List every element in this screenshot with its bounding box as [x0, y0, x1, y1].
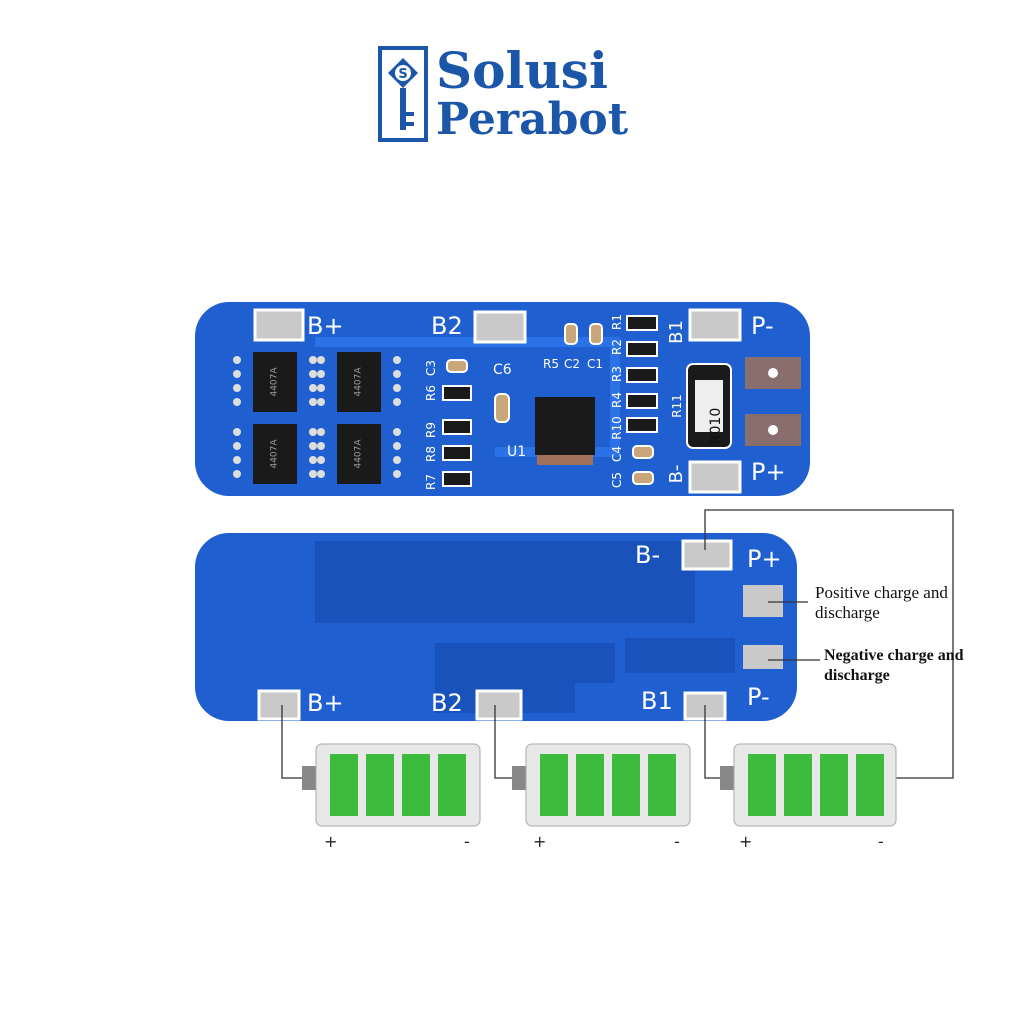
key-logo-icon: S: [378, 46, 428, 142]
battery-3-minus: -: [878, 832, 884, 851]
battery-2-minus: -: [674, 832, 680, 851]
c1-label: C1: [586, 357, 604, 371]
bottom-label-pminus: P-: [747, 683, 770, 711]
bottom-label-bminus: B-: [635, 541, 661, 569]
bottom-label-pplus: P+: [747, 545, 782, 573]
battery-1-minus: -: [464, 832, 470, 851]
pcb-top-drawing: [195, 302, 810, 496]
battery-1-plus: +: [324, 832, 338, 851]
battery-2-plus: +: [533, 832, 547, 851]
pad-label-pminus: P-: [751, 312, 774, 340]
battery-2: [512, 743, 691, 827]
logo: S Solusi Perabot: [378, 46, 650, 144]
pcb-top-view: B+ B2 P- P+ B1 B- R010 U1 C6 C3 R6 R9 R8…: [195, 302, 810, 496]
logo-line1: Solusi: [436, 41, 608, 100]
bottom-label-b1: B1: [641, 687, 673, 715]
pcb-bottom-view: B- P+ B+ B2 B1 P-: [195, 533, 797, 721]
pad-label-b2: B2: [431, 312, 463, 340]
battery-3: [720, 743, 897, 827]
svg-text:S: S: [398, 67, 407, 82]
logo-line2: Perabot: [436, 94, 629, 145]
u1-label: U1: [507, 444, 527, 460]
pad-label-pplus: P+: [751, 458, 786, 486]
pcb-bottom-drawing: [195, 533, 797, 721]
negative-annotation: Negative charge and discharge: [824, 647, 964, 684]
c6-label: C6: [493, 362, 512, 378]
bottom-label-bplus: B+: [307, 689, 344, 717]
r5-label: R5: [543, 357, 559, 371]
pad-label-bplus: B+: [307, 312, 344, 340]
bottom-label-b2: B2: [431, 689, 463, 717]
battery-3-plus: +: [739, 832, 753, 851]
battery-1: [302, 743, 481, 827]
c2-label: C2: [563, 357, 581, 371]
positive-annotation: Positive charge and discharge: [815, 583, 948, 622]
